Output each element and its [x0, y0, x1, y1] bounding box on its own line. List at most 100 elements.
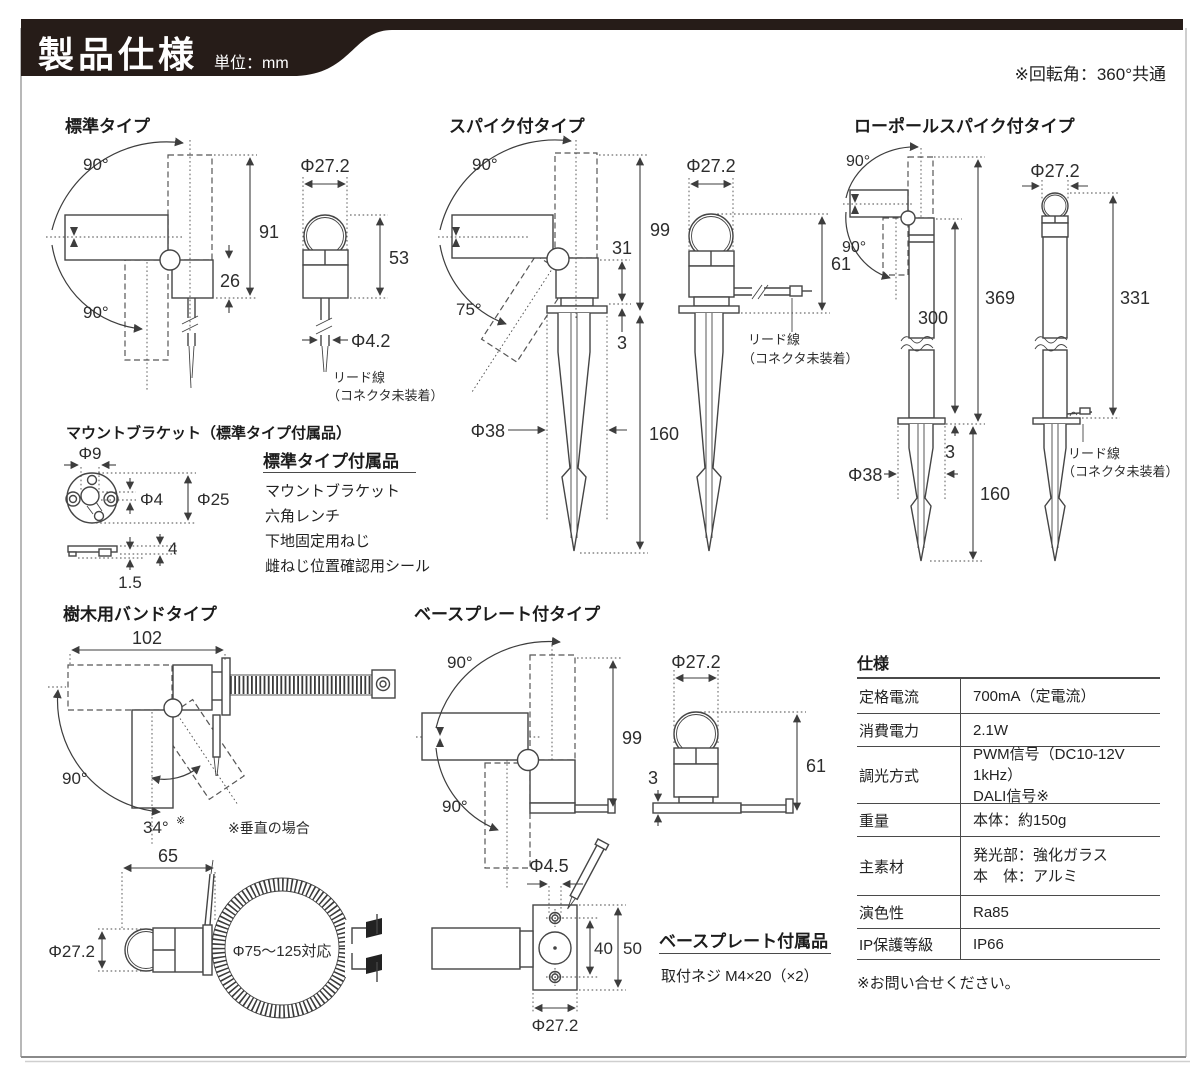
tree-band-range: Φ75～125対応: [233, 943, 332, 960]
tree-angle-main: 90°: [62, 769, 88, 788]
baseplate-dim-3: 3: [648, 768, 658, 788]
baseplate-dim-40: 40: [594, 939, 613, 958]
spec-table: 定格電流 700mA（定電流） 消費電力 2.1W 調光方式 PWM信号（DC1…: [857, 677, 1160, 960]
section-title-bracket: マウントブラケット（標準タイプ付属品）: [66, 425, 352, 442]
spike-dim-61: 61: [831, 254, 851, 274]
spike-dim-3: 3: [617, 333, 627, 353]
standard-type-diagram: 90° 90° 91 26 Φ27.2 53 Φ4.2 リード線 （コネクタ未装…: [46, 137, 443, 403]
spike-lead-note: （コネクタ未装着）: [742, 351, 858, 366]
lowpole-dim-331: 331: [1120, 288, 1150, 308]
baseplate-accessories-list: 取付ネジ M4×20（×2）: [661, 964, 819, 989]
rotation-note: ※回転角：360°共通: [1014, 65, 1166, 84]
list-item: マウントブラケット: [265, 483, 401, 500]
tree-angle-tilt-sup: ※: [176, 815, 185, 827]
spike-angle-top: 90°: [472, 155, 498, 174]
bracket-dim-dia25: Φ25: [197, 490, 229, 509]
standard-accessories-rule: [263, 472, 416, 473]
row-value: Ra85: [973, 903, 1009, 921]
row-label: 調光方式: [859, 767, 920, 785]
standard-dim-26: 26: [220, 271, 240, 291]
lowpole-type-diagram: 90° 90° 300 369 3 Φ38 160 リード線: [842, 142, 1178, 562]
page-title: 製品仕様: [38, 34, 199, 75]
spike-dim-head-dia: Φ27.2: [686, 156, 735, 176]
lowpole-dim-369: 369: [985, 288, 1015, 308]
standard-lead-note: （コネクタ未装着）: [327, 388, 443, 403]
baseplate-angle-bottom: 90°: [442, 797, 468, 816]
standard-angle-bottom: 90°: [83, 303, 109, 322]
bracket-dim-1-5: 1.5: [118, 573, 142, 592]
tree-vertical-note: ※垂直の場合: [228, 820, 310, 836]
row-value: 本体：約150g: [973, 811, 1067, 829]
row-value: PWM信号（DC10-12V 1kHz）: [973, 745, 1125, 784]
section-title-standard: 標準タイプ: [65, 117, 150, 136]
baseplate-dim-base-dia: Φ27.2: [532, 1016, 579, 1035]
row-label: 主素材: [859, 858, 905, 876]
baseplate-dim-99: 99: [622, 728, 642, 748]
section-title-spike: スパイク付タイプ: [449, 117, 585, 136]
lowpole-dim-300: 300: [918, 308, 948, 328]
lowpole-dim-dia38: Φ38: [848, 465, 882, 485]
row-value: IP66: [973, 935, 1004, 953]
tree-dim-65: 65: [158, 846, 178, 866]
tree-dim-head-dia: Φ27.2: [48, 942, 95, 961]
row-value: 2.1W: [973, 721, 1009, 739]
baseplate-type-diagram: 90° 90° 99 Φ27.2 3 61: [416, 636, 826, 1035]
row-value: 本 体：アルミ: [973, 868, 1078, 885]
list-item: 雌ねじ位置確認用シール: [265, 558, 431, 575]
spike-dim-31: 31: [612, 238, 632, 258]
table-row: 主素材 発光部：強化ガラス 本 体：アルミ: [857, 837, 1160, 896]
table-row: 定格電流 700mA（定電流）: [857, 679, 1160, 714]
list-item: 下地固定用ねじ: [265, 533, 371, 550]
list-item: 取付ネジ M4×20（×2）: [661, 968, 819, 985]
spike-angle-tilt: 75°: [456, 300, 482, 319]
standard-dim-53: 53: [389, 248, 409, 268]
standard-dim-head-dia: Φ27.2: [300, 156, 349, 176]
row-label: 重量: [859, 812, 890, 830]
screw-icon: [567, 838, 610, 910]
row-label: 定格電流: [859, 688, 920, 706]
list-item: 六角レンチ: [265, 508, 341, 525]
lowpole-lead-note: （コネクタ未装着）: [1062, 464, 1178, 479]
table-row: 演色性 Ra85: [857, 896, 1160, 929]
baseplate-accessories-rule: [659, 953, 831, 954]
row-label: 演色性: [859, 904, 905, 922]
spec-table-title: 仕様: [857, 656, 890, 673]
tree-angle-tilt: 34°: [143, 818, 169, 837]
standard-dim-cable-dia: Φ4.2: [351, 331, 390, 351]
baseplate-angle-top: 90°: [447, 653, 473, 672]
baseplate-dim-hole-dia: Φ4.5: [529, 856, 568, 876]
section-title-baseplate: ベースプレート付タイプ: [414, 605, 601, 624]
page-border: [20, 28, 1190, 1063]
table-row: 消費電力 2.1W: [857, 714, 1160, 747]
row-label: IP保護等級: [859, 936, 934, 954]
baseplate-dim-50: 50: [623, 939, 642, 958]
spike-dim-dia38: Φ38: [471, 421, 505, 441]
lowpole-angle-top: 90°: [846, 153, 870, 170]
tree-band-diagram: 90° 34° ※ ※垂直の場合 102 65 Φ27.2 Φ75～125対応: [48, 628, 399, 1019]
bracket-dim-dia9: Φ9: [78, 444, 101, 463]
table-row: IP保護等級 IP66: [857, 929, 1160, 960]
standard-accessories-heading: 標準タイプ付属品: [263, 452, 399, 471]
header-bar: [21, 19, 1183, 76]
spike-dim-160: 160: [649, 424, 679, 444]
table-row: 調光方式 PWM信号（DC10-12V 1kHz） DALI信号※: [857, 745, 1160, 805]
standard-dim-91: 91: [259, 222, 279, 242]
mount-bracket-diagram: Φ9 Φ4 Φ25 4 1.5: [64, 444, 229, 592]
spike-lead-label: リード線: [748, 332, 800, 347]
standard-accessories-list: マウントブラケット 六角レンチ 下地固定用ねじ 雌ねじ位置確認用シール: [265, 479, 430, 579]
standard-angle-top: 90°: [83, 155, 109, 174]
baseplate-dim-61: 61: [806, 756, 826, 776]
row-value: 発光部：強化ガラス: [973, 847, 1108, 864]
bracket-dim-4: 4: [168, 539, 177, 558]
lowpole-angle-bottom: 90°: [842, 239, 866, 256]
baseplate-dim-head-dia: Φ27.2: [671, 652, 720, 672]
tree-dim-102: 102: [132, 628, 162, 648]
table-row: 重量 本体：約150g: [857, 804, 1160, 837]
spike-dim-99: 99: [650, 220, 670, 240]
lowpole-dim-3: 3: [945, 442, 955, 462]
section-title-tree: 樹木用バンドタイプ: [63, 605, 217, 624]
spike-type-diagram: 90° 75° Φ38 99 31 3 160 リード線 （コネク: [438, 135, 858, 554]
baseplate-accessories-heading: ベースプレート付属品: [659, 932, 829, 951]
